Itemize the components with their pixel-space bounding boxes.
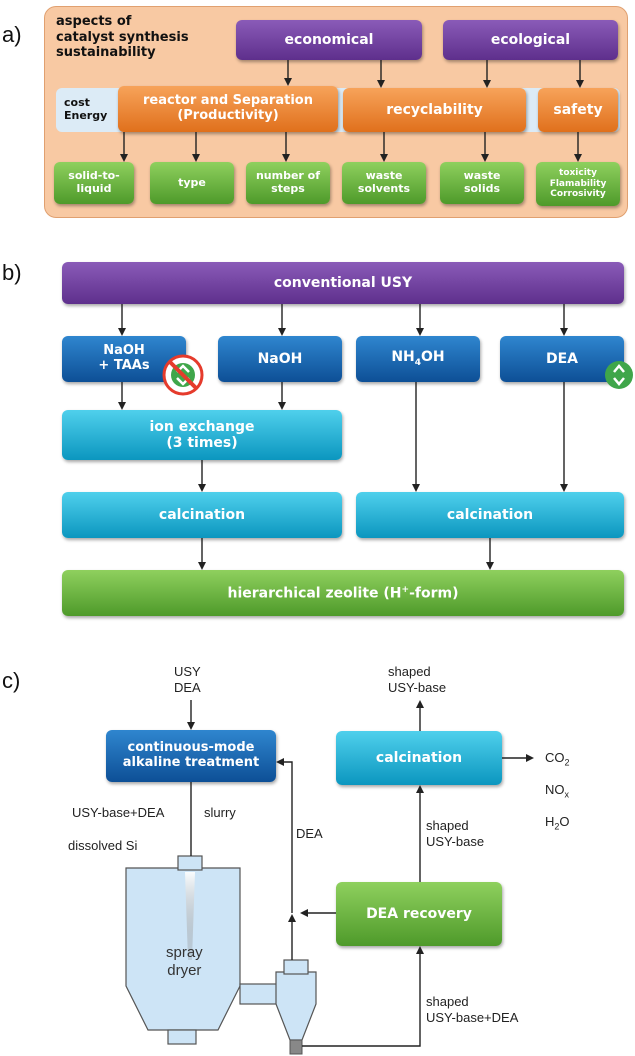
usy-base-dea-label: USY-base+DEA [72, 805, 165, 820]
panel-c-label: c) [2, 668, 21, 693]
leaf-waste-solvents: waste solvents [342, 162, 426, 204]
calcination-left-box: calcination [62, 492, 342, 538]
hierarchical-zeolite-box: hierarchical zeolite (H+-form) [62, 570, 624, 616]
cyclone-outlet [289, 1039, 303, 1055]
calcination-right-box: calcination [356, 492, 624, 538]
panel-a-label: a) [2, 22, 22, 47]
recyclability-box: recyclability [343, 88, 526, 132]
leaf-type: type [150, 162, 234, 204]
spray-dryer-label: spray dryer [166, 944, 203, 979]
recycle-icon [605, 361, 633, 389]
nh4oh-label: NH4OH [391, 349, 445, 369]
input-usy-dea: USY DEA [174, 664, 201, 695]
dea-recovery-box: DEA recovery [336, 882, 502, 946]
cyclone-body [275, 971, 317, 1041]
economical-box: economical [236, 20, 422, 60]
ecological-box: ecological [443, 20, 618, 60]
panel-a-title: aspects of catalyst synthesis sustainabi… [56, 14, 189, 61]
nh4oh-box: NH4OH [356, 336, 480, 382]
ion-exchange-box: ion exchange (3 times) [62, 410, 342, 460]
conventional-usy-box: conventional USY [62, 262, 624, 304]
cyclone-top [283, 959, 309, 975]
slurry-label: slurry [204, 805, 236, 820]
calcination-c-box: calcination [336, 731, 502, 785]
shaped-usy-base-output: shaped USY-base [388, 664, 447, 695]
naoh-box: NaOH [218, 336, 342, 382]
dea-box: DEA [500, 336, 624, 382]
shaped-usy-base-mid: shaped USY-base [426, 818, 485, 849]
panel-b-label: b) [2, 260, 22, 285]
hierarchical-zeolite-label: hierarchical zeolite (H+-form) [227, 584, 459, 602]
reactor-separation-box: reactor and Separation (Productivity) [118, 86, 338, 132]
leaf-toxicity: toxicity Flamability Corrosivity [536, 162, 620, 206]
shaped-usy-base-dea-bottom: shaped USY-base+DEA [426, 994, 519, 1025]
safety-box: safety [538, 88, 618, 132]
gas-output: CO2 NOx H2O [545, 749, 570, 832]
no-recycle-icon [162, 354, 204, 396]
leaf-number-of-steps: number of steps [246, 162, 330, 204]
dissolved-si-label: dissolved Si [68, 838, 138, 853]
cost-energy-label: cost Energy [64, 96, 108, 123]
dryer-outlet [167, 1029, 197, 1045]
leaf-waste-solids: waste solids [440, 162, 524, 204]
dryer-duct [239, 983, 279, 1005]
dryer-nozzle-top [177, 855, 203, 871]
continuous-treatment-box: continuous-mode alkaline treatment [106, 730, 276, 782]
dea-return-label: DEA [296, 826, 323, 841]
leaf-solid-to-liquid: solid-to- liquid [54, 162, 134, 204]
